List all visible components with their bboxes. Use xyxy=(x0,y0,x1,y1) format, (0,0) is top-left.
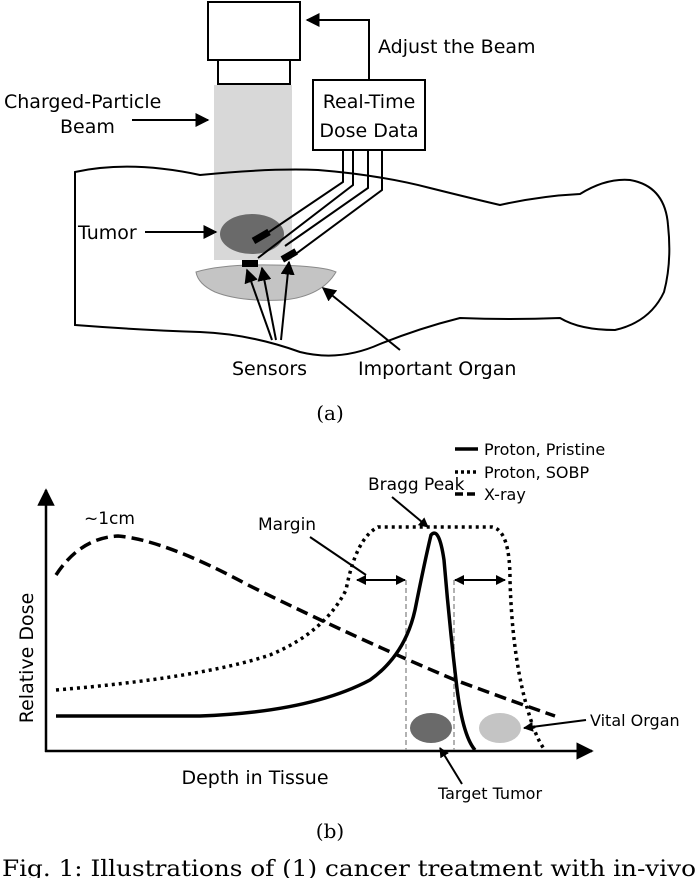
sobp-curve xyxy=(55,525,547,752)
sensor-3 xyxy=(280,248,298,263)
pristine-curve xyxy=(56,531,477,752)
margin-label: Margin xyxy=(258,515,316,535)
legend-label-xray: X-ray xyxy=(484,485,526,504)
panel-b: Proton, Pristine Proton, SOBP X-ray Rela… xyxy=(16,440,680,843)
organ-arrow xyxy=(321,287,401,351)
bragg-peak-label: Bragg Peak xyxy=(368,475,465,495)
margin-pointer xyxy=(309,536,367,576)
sensor-1 xyxy=(251,228,271,244)
sensors-label: Sensors xyxy=(232,358,307,380)
y-axis-label: Relative Dose xyxy=(16,593,38,724)
accelerator-nozzle xyxy=(217,59,291,85)
sensor-cables xyxy=(257,150,383,259)
target-tumor-shape xyxy=(410,713,452,743)
dose-data-line2: Dose Data xyxy=(319,120,418,142)
target-tumor-arrow xyxy=(439,747,463,785)
legend: Proton, Pristine Proton, SOBP X-ray xyxy=(455,440,605,504)
caption-b: (b) xyxy=(316,819,344,843)
beam-label-line2: Beam xyxy=(60,116,115,138)
dose-data-box xyxy=(312,79,426,151)
sensor-2 xyxy=(242,260,258,267)
patient-body-outline xyxy=(74,165,671,357)
feedback-arrow xyxy=(305,13,370,80)
tumor-label: Tumor xyxy=(77,222,137,244)
cm-label: ~1cm xyxy=(84,509,135,529)
target-tumor-label: Target Tumor xyxy=(437,784,542,803)
legend-label-pristine: Proton, Pristine xyxy=(484,440,605,459)
vital-organ-arrow xyxy=(523,719,587,732)
caption-a: (a) xyxy=(316,401,344,425)
xray-curve xyxy=(54,534,556,718)
x-axis-label: Depth in Tissue xyxy=(181,767,328,789)
legend-label-sobp: Proton, SOBP xyxy=(484,463,589,482)
dose-data-line1: Real-Time xyxy=(323,91,416,113)
vital-organ-shape xyxy=(479,713,521,743)
panel-a: Real-Time Dose Data Adjust the Beam Char… xyxy=(4,1,671,425)
beam-label-line1: Charged-Particle xyxy=(4,91,161,113)
bragg-peak-arrow xyxy=(391,496,429,528)
important-organ-shape xyxy=(195,264,337,301)
sensor-arrows xyxy=(244,260,295,341)
tumor-shape xyxy=(220,214,284,254)
accelerator-box xyxy=(207,1,301,61)
adjust-beam-label: Adjust the Beam xyxy=(378,36,536,58)
vital-organ-label: Vital Organ xyxy=(590,711,680,730)
figure-caption: Fig. 1: Illustrations of (1) cancer trea… xyxy=(2,857,696,878)
organ-label: Important Organ xyxy=(358,358,516,380)
